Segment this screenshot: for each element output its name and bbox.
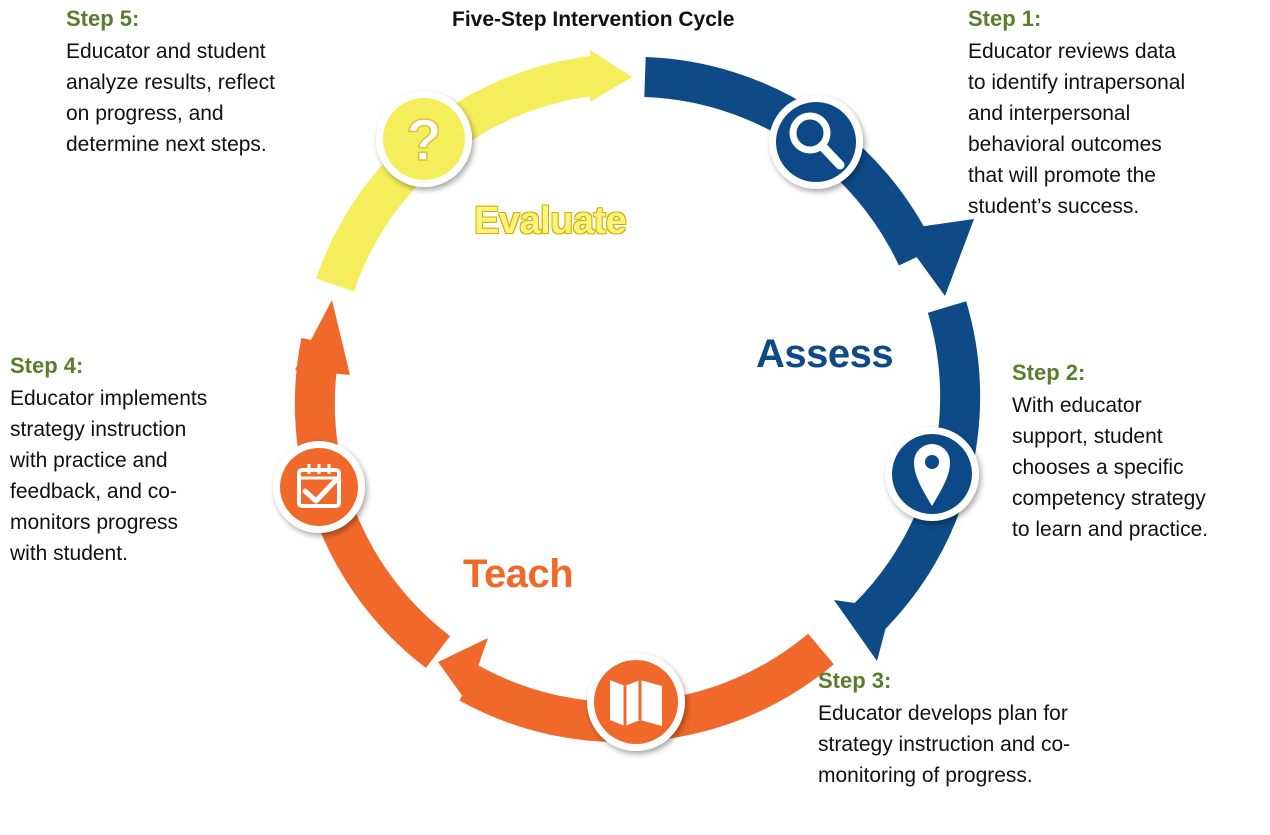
phase-label-teach: Teach [463, 552, 574, 596]
assess-arrowhead-upper [897, 219, 974, 296]
magnifier-icon [769, 95, 863, 189]
step-1-description: Educator reviews data to identify intrap… [968, 36, 1263, 222]
step-1-heading: Step 1: [968, 6, 1042, 31]
step-1-line: student’s success. [968, 195, 1140, 218]
step-4-line: Educator implements [10, 387, 208, 410]
step-3-line: monitoring of progress. [818, 764, 1033, 787]
step-5-block: Step 5: Educator and student analyze res… [66, 6, 366, 160]
step-1-line: to identify intrapersonal [968, 71, 1186, 94]
svg-text:?: ? [406, 108, 441, 173]
step-1-line: behavioral outcomes [968, 133, 1162, 156]
phase-label-assess: Assess [756, 332, 894, 376]
step-2-heading: Step 2: [1012, 360, 1086, 385]
assess-arrowhead-lower [834, 600, 891, 661]
step-3-heading: Step 3: [818, 668, 892, 693]
step-5-line: determine next steps. [66, 133, 267, 156]
teach-arrowhead-lower [438, 638, 488, 701]
step-5-heading: Step 5: [66, 6, 140, 31]
map-pin-icon [885, 427, 979, 521]
step-2-line: With educator [1012, 394, 1142, 417]
calendar-check-icon [273, 441, 365, 533]
step-4-block: Step 4: Educator implements strategy ins… [10, 353, 275, 569]
evaluate-arc [316, 55, 603, 292]
step-3-line: strategy instruction and co- [818, 733, 1071, 756]
step-2-description: With educator support, student chooses a… [1012, 390, 1267, 545]
step-5-line: analyze results, reflect [66, 71, 275, 94]
evaluate-arrowhead [590, 50, 632, 102]
step-5-description: Educator and student analyze results, re… [66, 36, 366, 160]
step-2-line: competency strategy [1012, 487, 1206, 510]
step-4-line: feedback, and co- [10, 480, 177, 503]
step-3-description: Educator develops plan for strategy inst… [818, 698, 1158, 791]
step-2-line: support, student [1012, 425, 1163, 448]
diagram-title: Five-Step Intervention Cycle [452, 8, 735, 31]
step-4-heading: Step 4: [10, 353, 84, 378]
step-1-line: that will promote the [968, 164, 1156, 187]
step-4-line: with practice and [10, 449, 168, 472]
step-5-line: Educator and student [66, 40, 266, 63]
step-4-description: Educator implements strategy instruction… [10, 383, 275, 569]
phase-label-evaluate: Evaluate [474, 200, 627, 242]
step-2-block: Step 2: With educator support, student c… [1012, 360, 1267, 545]
teach-arrowhead-left [295, 300, 350, 375]
step-1-line: Educator reviews data [968, 40, 1176, 63]
step-2-line: to learn and practice. [1012, 518, 1209, 541]
step-4-line: with student. [10, 542, 128, 565]
step-3-block: Step 3: Educator develops plan for strat… [818, 668, 1158, 791]
question-mark-icon: ? [376, 91, 472, 187]
step-5-line: on progress, and [66, 102, 224, 125]
step-2-line: chooses a specific [1012, 456, 1184, 479]
step-1-block: Step 1: Educator reviews data to identif… [968, 6, 1263, 222]
step-1-line: and interpersonal [968, 102, 1131, 125]
step-3-line: Educator develops plan for [818, 702, 1068, 725]
step-4-line: strategy instruction [10, 418, 187, 441]
folded-map-icon [587, 653, 685, 751]
step-4-line: monitors progress [10, 511, 179, 534]
